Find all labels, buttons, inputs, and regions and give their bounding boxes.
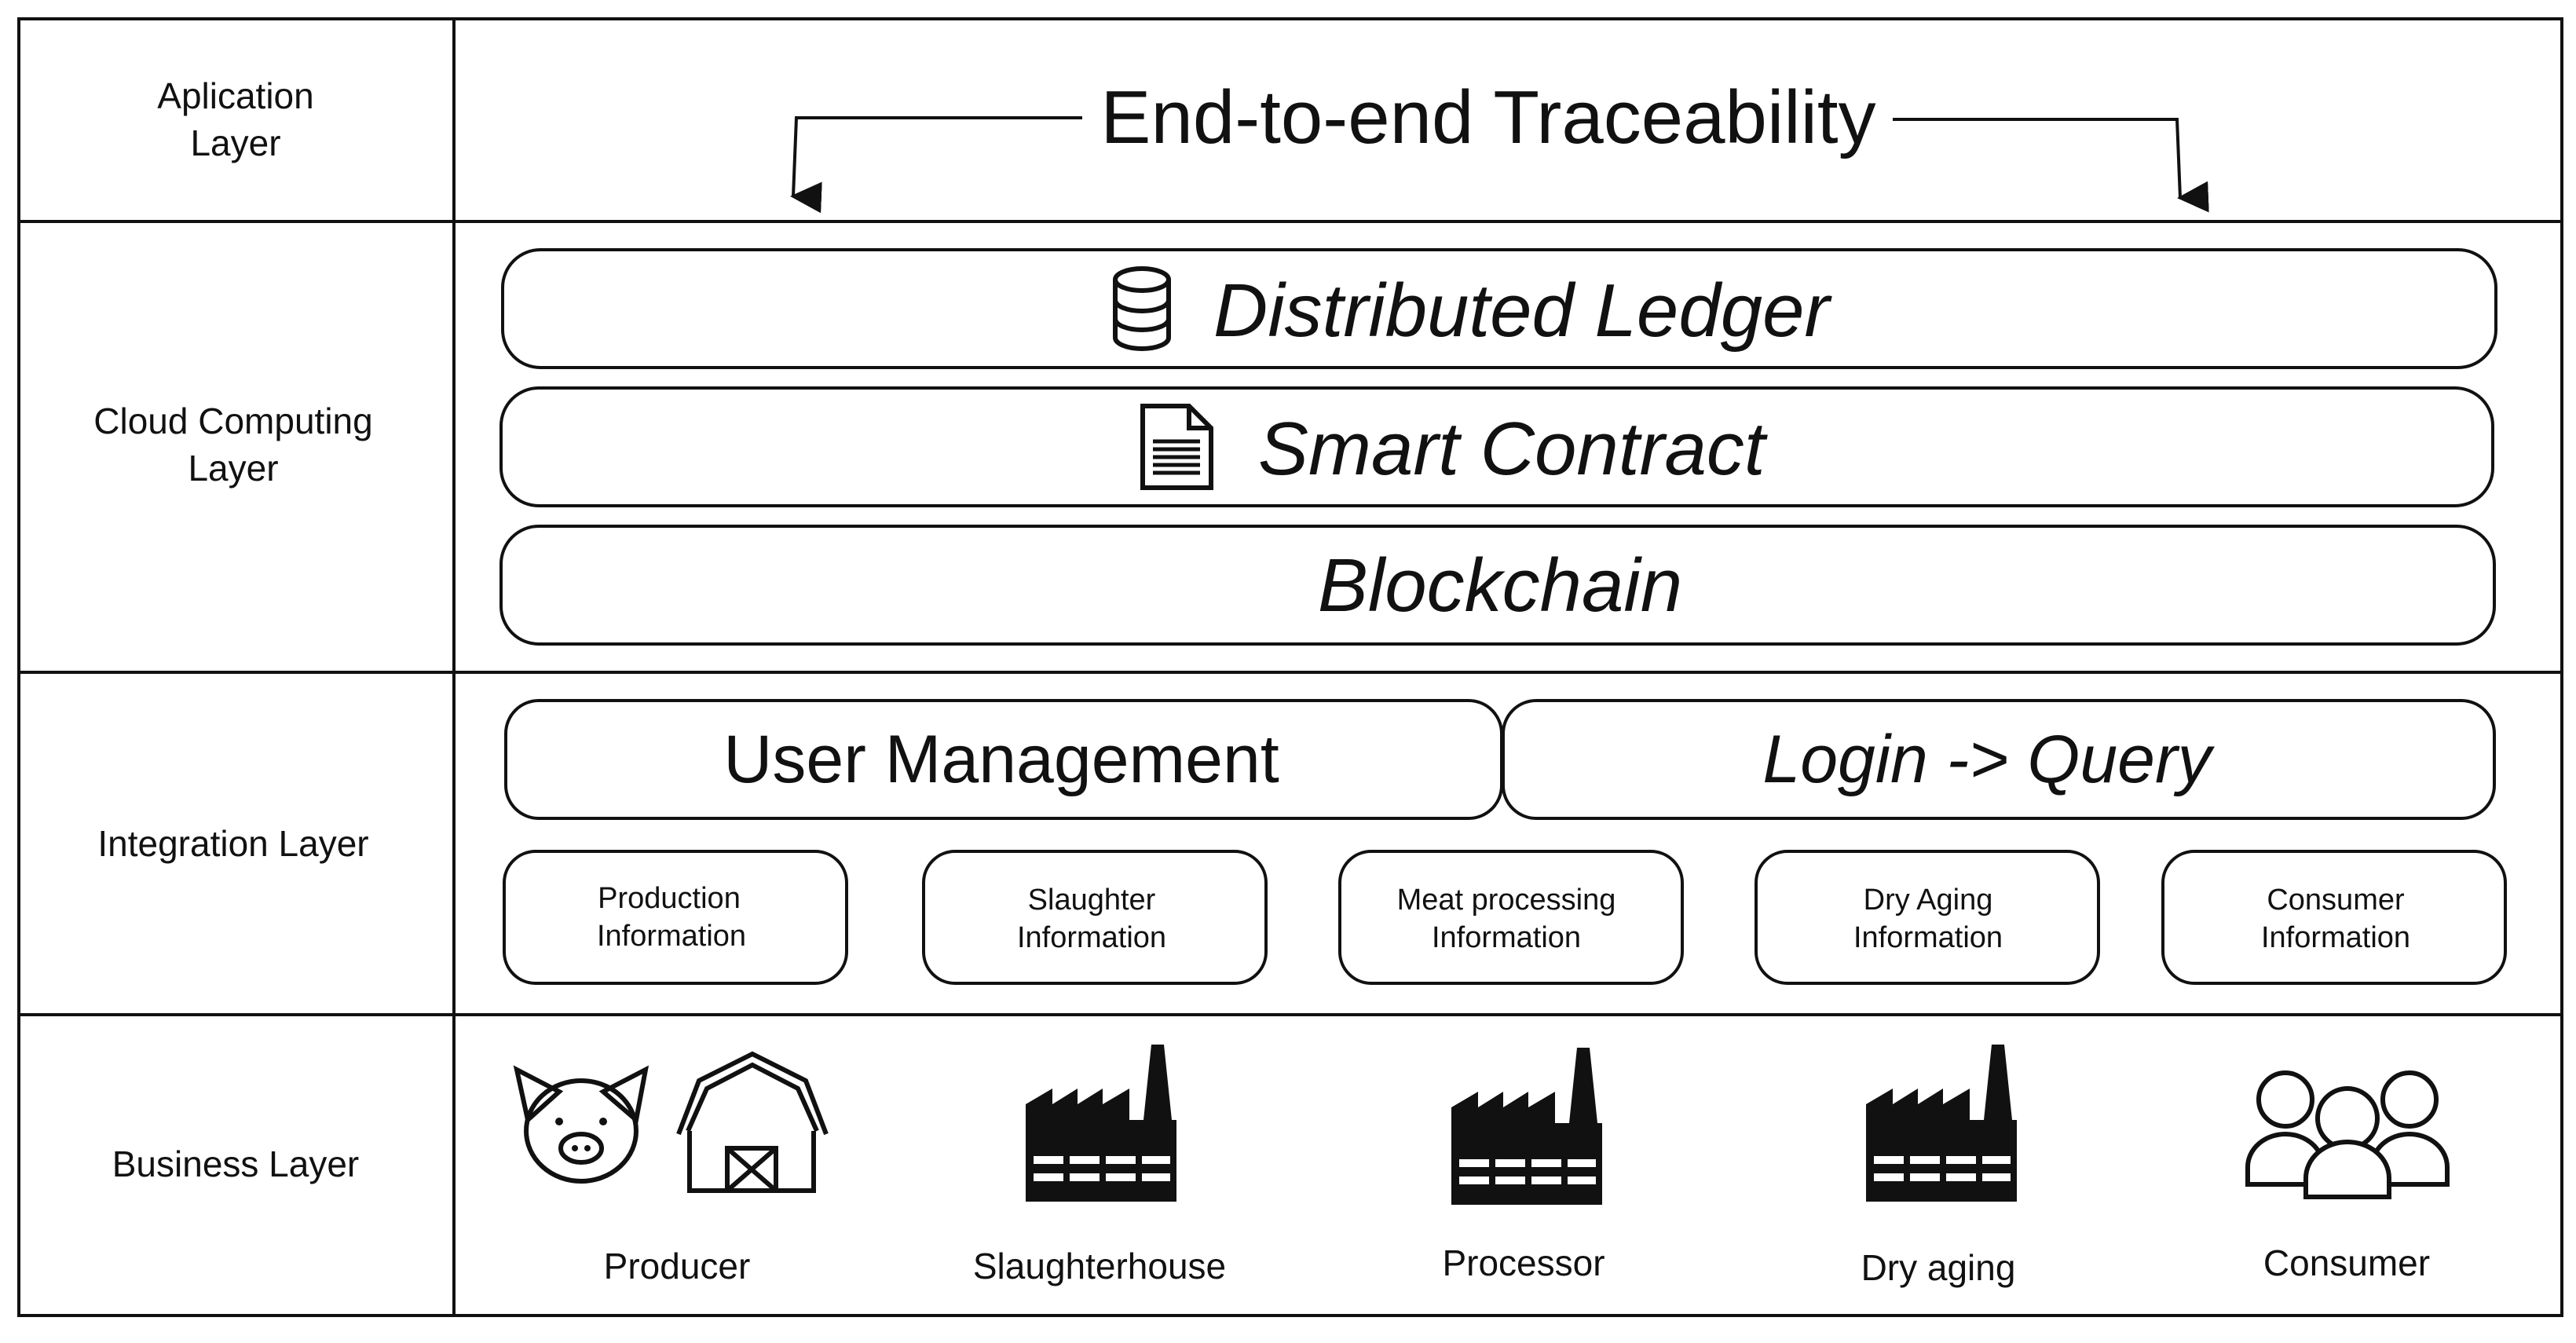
database-icon	[1113, 266, 1171, 351]
integration-layer-label: Integration Layer	[97, 823, 368, 864]
info-label-line2: Information	[1017, 921, 1166, 954]
dry-aging-label: Dry aging	[1861, 1247, 2016, 1288]
consumer-label: Consumer	[2263, 1242, 2430, 1283]
info-box-slaughter: Slaughter Information	[922, 850, 1268, 985]
info-box-consumer: Consumer Information	[2161, 850, 2507, 985]
factory-icon	[1866, 1045, 2017, 1202]
login-query-box	[1502, 699, 2496, 820]
traceability-title: End-to-end Traceability	[1100, 75, 1875, 159]
right-arrow	[1893, 118, 2209, 213]
diagram-frame	[17, 17, 2563, 1317]
info-box-meat-processing: Meat processing Information	[1338, 850, 1684, 985]
layer-labels: Aplication Layer Cloud Computing Layer I…	[93, 75, 372, 1184]
factory-icon	[1451, 1048, 1602, 1205]
factory-icon	[1026, 1045, 1176, 1202]
info-box-production: Production Information	[503, 850, 848, 985]
barn-icon	[676, 1051, 829, 1193]
info-label-line2: Information	[597, 920, 746, 953]
business-layer: Producer Slaughterhouse Processor Dry ag…	[513, 1045, 2450, 1288]
info-label-line2: Information	[1432, 921, 1581, 954]
application-layer: End-to-end Traceability	[790, 75, 2209, 214]
info-label-line1: Dry Aging	[1864, 884, 1993, 917]
info-label-line1: Meat processing	[1397, 884, 1616, 917]
blockchain-label: Blockchain	[1318, 543, 1682, 628]
blockchain-box	[499, 525, 2496, 646]
user-management-label: User Management	[723, 722, 1279, 797]
left-arrow	[790, 116, 1082, 214]
application-layer-label-line2: Layer	[190, 123, 280, 163]
cloud-layer-label-line1: Cloud Computing	[93, 401, 372, 441]
login-query-label: Login -> Query	[1762, 722, 2215, 797]
processor-label: Processor	[1442, 1242, 1605, 1283]
business-layer-label: Business Layer	[112, 1144, 360, 1184]
slaughterhouse-label: Slaughterhouse	[973, 1246, 1226, 1286]
info-label-line2: Information	[1853, 921, 2003, 954]
pig-icon	[513, 1065, 649, 1184]
application-layer-label-line1: Aplication	[157, 75, 313, 116]
distributed-ledger-label: Distributed Ledger	[1213, 269, 1832, 353]
info-label-line2: Information	[2261, 921, 2410, 954]
smart-contract-label: Smart Contract	[1258, 407, 1768, 491]
integration-layer: User Management Login -> Query Productio…	[503, 699, 2507, 985]
info-label-line1: Slaughter	[1028, 884, 1156, 917]
producer-label: Producer	[604, 1246, 751, 1286]
cloud-layer-label-line2: Layer	[188, 448, 278, 489]
cloud-layer: Distributed Ledger Smart Contract Blockc…	[499, 248, 2497, 646]
distributed-ledger-box	[501, 248, 2497, 369]
info-label-line1: Production	[598, 882, 741, 915]
document-icon	[1140, 404, 1213, 490]
info-box-dry-aging: Dry Aging Information	[1755, 850, 2100, 985]
info-label-line1: Consumer	[2267, 884, 2405, 917]
people-icon	[2245, 1070, 2450, 1199]
smart-contract-box	[499, 386, 2494, 507]
